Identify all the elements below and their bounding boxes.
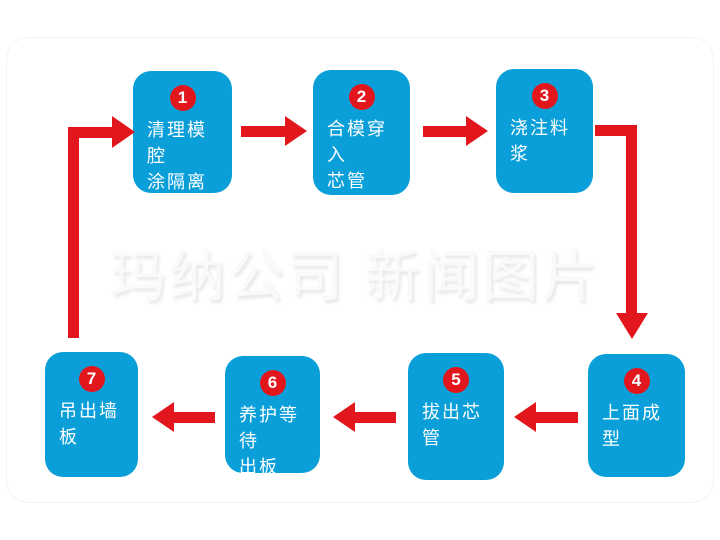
step-label: 养护等待 bbox=[239, 405, 299, 451]
arrow-up-icon-step7-to-step1 bbox=[68, 116, 135, 338]
step-label-lines: 浇注料浆 bbox=[496, 115, 593, 167]
arrow-left-icon-step5-to-step6 bbox=[333, 402, 396, 432]
step-label: 上面成型 bbox=[602, 403, 662, 449]
step-number-badge: 7 bbox=[78, 366, 105, 392]
arrow-down-icon-step3-to-step4 bbox=[595, 125, 648, 339]
step-box-6: 6 养护等待 出板 bbox=[225, 356, 320, 477]
step-number-badge: 3 bbox=[531, 83, 558, 109]
step-number-badge: 5 bbox=[443, 367, 469, 393]
step-box-4: 4 上面成型 bbox=[588, 354, 685, 477]
step-number-badge: 4 bbox=[623, 368, 650, 394]
step-number-badge: 6 bbox=[259, 370, 286, 396]
arrow-left-icon-step4-to-step5 bbox=[514, 402, 578, 432]
step-box-2: 2 合模穿入 芯管 bbox=[313, 70, 410, 195]
step-label: 合模穿入 bbox=[327, 119, 387, 165]
step-box-3: 3 浇注料浆 bbox=[496, 69, 593, 193]
step-label: 吊出墙板 bbox=[59, 401, 119, 447]
step-box-7: 7 吊出墙板 bbox=[45, 352, 138, 477]
step-label: 芯管 bbox=[327, 171, 367, 191]
step-label-lines: 养护等待 出板 bbox=[225, 402, 320, 480]
step-number-badge: 2 bbox=[348, 84, 375, 110]
step-label: 拔出芯管 bbox=[422, 402, 482, 448]
arrow-right-icon-step2-to-step3 bbox=[423, 116, 488, 146]
step-number-badge: 1 bbox=[169, 85, 196, 111]
step-label: 清理模腔 bbox=[147, 120, 207, 166]
step-label: 涂隔离剂 bbox=[147, 172, 207, 218]
step-label-lines: 清理模腔 涂隔离剂 bbox=[133, 117, 232, 221]
step-label-lines: 吊出墙板 bbox=[45, 398, 138, 450]
step-box-5: 5 拔出芯管 bbox=[408, 353, 504, 480]
step-label: 出板 bbox=[239, 457, 279, 477]
step-label: 浇注料浆 bbox=[510, 118, 570, 164]
step-label-lines: 合模穿入 芯管 bbox=[313, 116, 410, 194]
step-box-1: 1 清理模腔 涂隔离剂 bbox=[133, 71, 232, 218]
arrow-left-icon-step6-to-step7 bbox=[152, 402, 215, 432]
step-label-lines: 拔出芯管 bbox=[408, 399, 504, 451]
step-label-lines: 上面成型 bbox=[588, 400, 685, 452]
arrow-right-icon-step1-to-step2 bbox=[241, 116, 307, 146]
